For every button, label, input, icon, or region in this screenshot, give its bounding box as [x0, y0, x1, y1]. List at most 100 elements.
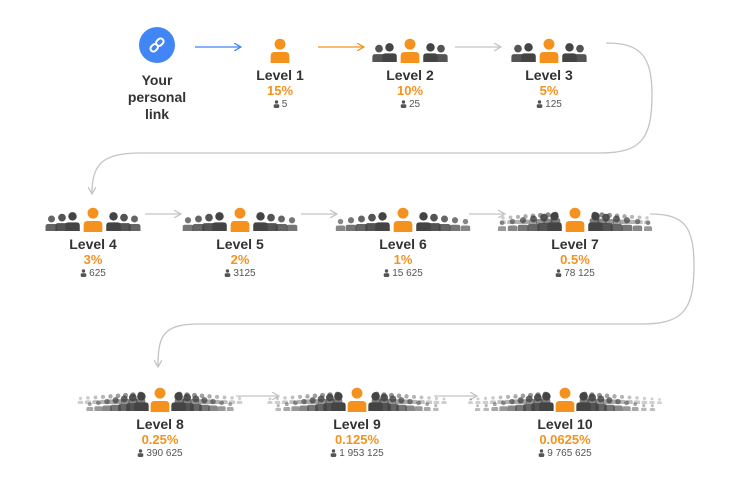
crowd-person-icon — [228, 396, 236, 404]
level-5-node: Level 5 2% 3125 — [160, 198, 320, 280]
crowd-person-icon — [84, 396, 92, 404]
level-rate: 0.5% — [560, 252, 590, 267]
crowd-person-icon — [562, 43, 577, 62]
level-rate: 5% — [539, 83, 559, 98]
crowd-person-icon — [507, 218, 518, 231]
level-rate: 3% — [83, 252, 103, 267]
level-rate: 0.25% — [141, 432, 179, 447]
crowd-person-icon — [539, 392, 554, 411]
crowd-icon — [372, 38, 448, 63]
crowd-person-icon — [368, 392, 383, 411]
crowd-person-icon — [208, 398, 218, 411]
crowd-person-icon — [527, 215, 540, 231]
level-count-value: 3125 — [233, 268, 256, 279]
crowd-person-icon — [507, 398, 517, 411]
link-icon — [139, 27, 175, 63]
level-name: Level 6 — [379, 236, 427, 252]
crowd-person-icon — [475, 397, 481, 404]
level-name: Level 2 — [386, 67, 434, 83]
highlight-person-icon — [83, 207, 103, 232]
crowd-person-icon — [375, 212, 390, 231]
crowd-icon — [77, 387, 243, 412]
crowd-person-icon — [649, 397, 655, 404]
level-6-node: Level 6 1% 15 625 — [323, 198, 483, 280]
crowd-person-icon — [499, 400, 508, 411]
highlight-person-icon — [555, 387, 575, 412]
crowd-person-icon — [433, 396, 440, 404]
crowd-person-icon — [182, 217, 194, 231]
crowd-person-icon — [489, 396, 497, 404]
level-count: 25 — [330, 98, 490, 111]
highlight-person-icon — [565, 207, 585, 232]
level-rate: 15% — [266, 83, 294, 98]
level-count: 1 953 125 — [277, 447, 437, 460]
person-icon — [137, 448, 144, 457]
crowd-person-icon — [576, 392, 591, 411]
level-name: Level 10 — [537, 416, 593, 432]
crowd-person-icon — [405, 398, 415, 411]
person-icon — [224, 268, 231, 277]
crowd-person-icon — [643, 220, 653, 231]
crowd-person-icon — [267, 397, 273, 404]
crowd-person-icon — [633, 396, 641, 404]
person-icon — [330, 448, 337, 457]
person-icon — [80, 268, 87, 277]
crowd-person-icon — [482, 396, 489, 404]
crowd-person-icon — [128, 215, 141, 231]
level-rate: 10% — [396, 83, 424, 98]
crowd-person-icon — [517, 217, 529, 231]
person-icon — [400, 99, 407, 108]
crowd-person-icon — [236, 396, 243, 404]
crowd-person-icon — [226, 402, 234, 411]
crowd-person-icon — [441, 397, 447, 404]
crowd-person-icon — [416, 212, 431, 231]
crowd-icon — [497, 207, 653, 232]
crowd-person-icon — [423, 43, 438, 62]
crowd-person-icon — [291, 400, 300, 411]
crowd-person-icon — [497, 220, 507, 231]
crowd-person-icon — [423, 402, 431, 411]
crowd-person-icon — [382, 43, 397, 62]
crowd-person-icon — [355, 215, 368, 231]
level-7-node: Level 7 0.5% 78 125 — [495, 198, 655, 280]
highlight-person-icon — [400, 38, 420, 63]
crowd-person-icon — [438, 215, 451, 231]
crowd-person-icon — [281, 396, 289, 404]
crowd-person-icon — [212, 212, 227, 231]
crowd-person-icon — [102, 398, 112, 411]
crowd-person-icon — [65, 212, 80, 231]
highlight-person-icon — [347, 387, 367, 412]
crowd-person-icon — [275, 215, 288, 231]
crowd-person-icon — [106, 212, 121, 231]
highlight-person-icon — [539, 38, 559, 63]
person-icon — [273, 99, 280, 108]
crowd-icon — [182, 207, 298, 232]
level-count: 3125 — [160, 267, 320, 280]
level-count-value: 78 125 — [564, 268, 595, 279]
crowd-person-icon — [331, 392, 346, 411]
crowd-person-icon — [274, 396, 281, 404]
level-rate: 2% — [230, 252, 250, 267]
person-icon — [538, 448, 545, 457]
level-count-value: 5 — [281, 99, 288, 110]
crowd-person-icon — [491, 402, 499, 411]
crowd-person-icon — [628, 214, 636, 224]
crowd-person-icon — [86, 402, 94, 411]
crowd-person-icon — [483, 403, 489, 411]
crowd-person-icon — [171, 392, 186, 411]
crowd-person-icon — [217, 400, 226, 411]
crowd-person-icon — [449, 217, 461, 231]
level-name: Level 4 — [69, 236, 117, 252]
level-count-value: 390 625 — [146, 448, 183, 459]
crowd-person-icon — [345, 217, 357, 231]
crowd-person-icon — [547, 212, 562, 231]
crowd-person-icon — [299, 398, 309, 411]
level-1-node: Level 1 15% 5 — [200, 29, 360, 111]
crowd-person-icon — [610, 215, 623, 231]
level-count: 390 625 — [80, 447, 240, 460]
crowd-person-icon — [283, 402, 291, 411]
crowd-icon — [270, 38, 290, 63]
crowd-icon — [335, 207, 471, 232]
level-rate: 0.125% — [334, 432, 380, 447]
